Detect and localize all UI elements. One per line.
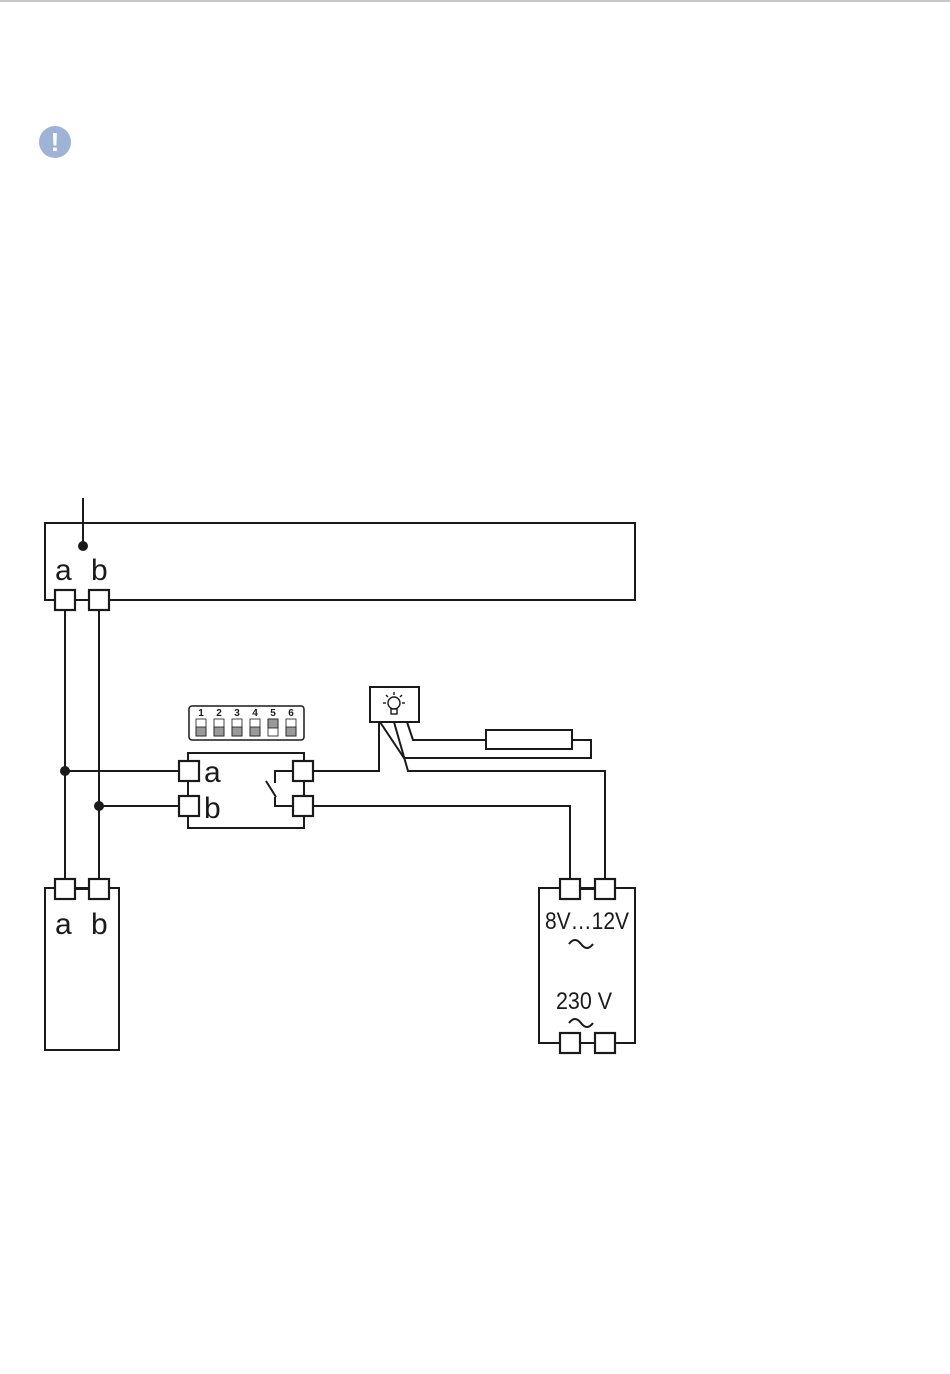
dip-switch-lever: [250, 727, 260, 736]
dip-switch-lever: [214, 727, 224, 736]
bus-device-cable-junction: [78, 541, 88, 551]
terminals: [55, 590, 615, 1053]
relay-terminal-a: [179, 761, 199, 781]
transformer-primary-terminal-1: [560, 1033, 580, 1053]
handset-device: a b: [45, 888, 119, 1050]
relay-contact-terminal-2: [293, 796, 313, 816]
bus-terminal-b: [89, 590, 109, 610]
transformer-secondary-voltage: 8V…12V: [545, 908, 629, 935]
junction-a: [60, 766, 70, 776]
transformer-secondary-terminal-1: [560, 879, 580, 899]
relay-to-lamp-wire: [313, 722, 379, 771]
dip-switch-label: 3: [234, 708, 240, 719]
relay-module-label-a: a: [204, 756, 221, 789]
dip-switch-lever: [232, 727, 242, 736]
junction-b: [94, 801, 104, 811]
handset-terminal-a: [55, 879, 75, 899]
dip-switch-label: 2: [216, 708, 222, 719]
bus-device-label-a: a: [55, 554, 72, 587]
handset-device-label-a: a: [55, 908, 72, 941]
dip-switch-block: 1 2 3 4 5 6: [189, 706, 304, 740]
relay-terminal-b: [179, 796, 199, 816]
dip-switch-label: 1: [198, 708, 204, 719]
bus-terminal-a: [55, 590, 75, 610]
lamp-to-resistor-wire: [407, 722, 486, 740]
transformer-primary-voltage: 230 V: [556, 988, 612, 1015]
dip-switch-lever: [196, 727, 206, 736]
dip-switch-lever: [286, 727, 296, 736]
dip-switch-label: 6: [288, 708, 294, 719]
transformer: 8V…12V 230 V: [539, 888, 635, 1043]
relay-module: a b 1 2 3 4 5 6: [188, 706, 304, 828]
dip-switch-label: 4: [252, 708, 258, 719]
transformer-secondary-terminal-2: [595, 879, 615, 899]
handset-device-label-b: b: [91, 908, 108, 941]
bus-wires: [60, 610, 179, 879]
handset-terminal-b: [89, 879, 109, 899]
bus-device-housing: [45, 523, 635, 600]
resistor: [486, 730, 572, 749]
relay-to-transformer-wire: [313, 806, 570, 879]
lamp-unit: [370, 687, 419, 722]
dip-switch-label: 5: [270, 708, 276, 719]
bus-device-label-b: b: [91, 554, 108, 587]
dip-switch-lever: [268, 719, 278, 728]
bus-device: a b: [45, 498, 635, 600]
relay-module-label-b: b: [204, 792, 221, 825]
transformer-primary-terminal-2: [595, 1033, 615, 1053]
relay-contact-terminal-1: [293, 761, 313, 781]
